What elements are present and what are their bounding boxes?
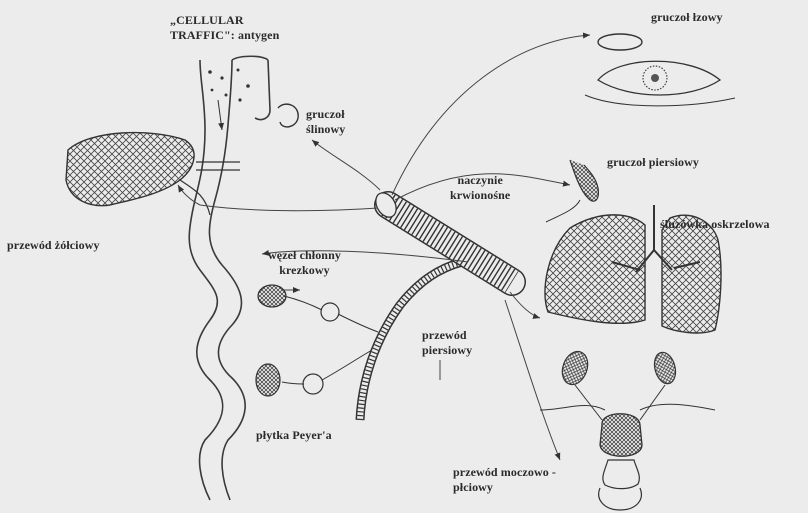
label-mammary-gland: gruczoł piersiowy [607, 155, 699, 170]
kidney-left [558, 348, 592, 388]
lymph-node-upper [321, 303, 339, 321]
label-mesenteric-node: węzeł chłonny krezkowy [268, 248, 341, 278]
label-urogenital-tract: przewód moczowo - płciowy [453, 465, 556, 495]
liver [66, 133, 194, 206]
peyers-patch [256, 364, 280, 396]
antigen-arrow [218, 100, 222, 130]
mammary-gland [546, 160, 598, 222]
mesenteric-lymph-node [258, 285, 286, 307]
label-salivary-gland: gruczoł ślinowy [306, 107, 345, 137]
label-peyers-patch: płytka Peyer'a [256, 428, 332, 443]
label-blood-vessel: naczynie krwionośne [450, 173, 510, 203]
urogenital-organs [540, 404, 715, 510]
lymph-node-lower [303, 374, 323, 394]
antigen-particles [208, 69, 250, 102]
label-bronchial-mucosa: śluzówka oskrzelowa [660, 217, 770, 232]
eye-and-lacrimal-gland [585, 34, 735, 106]
salivary-gland [278, 104, 298, 127]
kidney-right [651, 350, 679, 386]
label-bile-duct: przewód żółciowy [7, 238, 100, 253]
label-lacrimal-gland: gruczoł łzowy [651, 10, 723, 25]
label-thoracic-duct: przewód piersiowy [422, 328, 472, 358]
label-cellular-traffic: „CELLULAR TRAFFIC": antygen [170, 13, 279, 43]
